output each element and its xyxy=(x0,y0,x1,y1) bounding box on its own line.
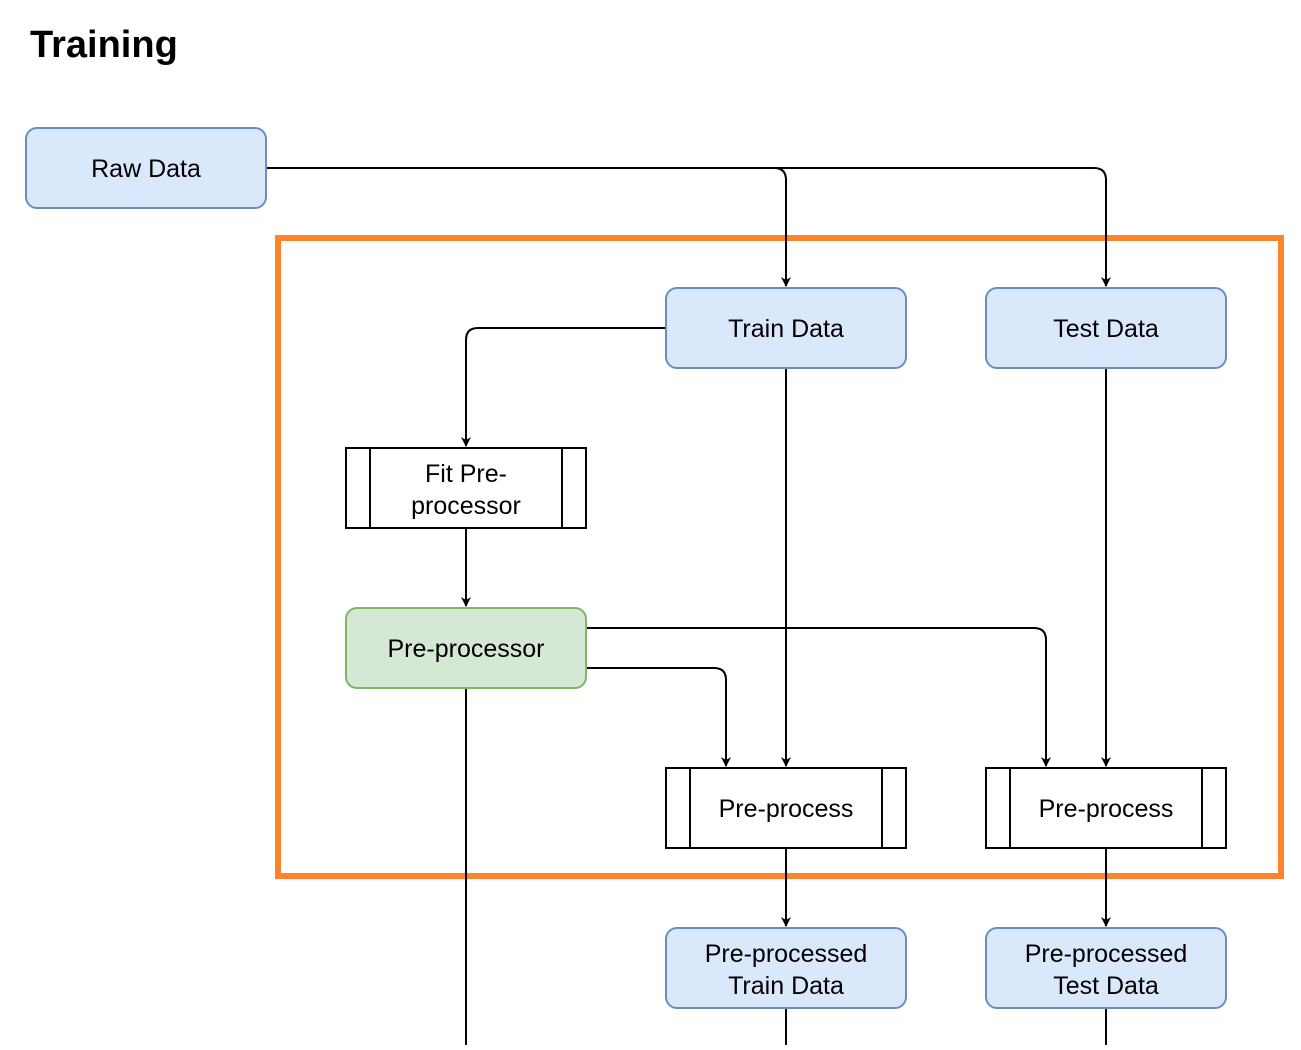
edge-raw-to-train xyxy=(266,167,791,287)
node-preprocessor-label: Pre-processor xyxy=(388,635,545,663)
node-fit-preprocessor-line2: processor xyxy=(411,492,521,520)
node-preprocess-test: Pre-process xyxy=(985,767,1227,849)
node-test-data: Test Data xyxy=(985,287,1227,369)
node-preprocess-test-label: Pre-process xyxy=(1039,795,1174,823)
node-test-data-label: Test Data xyxy=(1053,315,1159,343)
diagram-title: Training xyxy=(30,24,178,66)
node-train-data: Train Data xyxy=(665,287,907,369)
node-raw-data: Raw Data xyxy=(25,127,267,209)
node-fit-preprocessor-line1: Fit Pre- xyxy=(425,460,507,488)
node-preprocessed-test-data: Pre-processed Test Data xyxy=(985,927,1227,1009)
edge-raw-to-test xyxy=(774,167,1111,287)
edge-preprocessor-to-test-preprocess xyxy=(586,627,1051,767)
edge-preprocessor-to-train-preprocess xyxy=(586,667,731,767)
corner-mark: ` xyxy=(1290,0,1297,10)
highlight-frame xyxy=(275,235,1284,879)
node-preprocessed-test-line1: Pre-processed xyxy=(1025,940,1188,968)
node-fit-preprocessor: Fit Pre- processor xyxy=(345,447,587,529)
node-preprocessor: Pre-processor xyxy=(345,607,587,689)
node-preprocessed-train-data: Pre-processed Train Data xyxy=(665,927,907,1009)
node-train-data-label: Train Data xyxy=(728,315,844,343)
node-raw-data-label: Raw Data xyxy=(91,155,201,183)
node-preprocessed-train-line1: Pre-processed xyxy=(705,940,868,968)
node-preprocessed-train-line2: Train Data xyxy=(728,972,844,1000)
node-preprocess-train-label: Pre-process xyxy=(719,795,854,823)
edge-train-to-fit xyxy=(461,327,666,447)
node-preprocessed-test-line2: Test Data xyxy=(1053,972,1159,1000)
node-preprocess-train: Pre-process xyxy=(665,767,907,849)
